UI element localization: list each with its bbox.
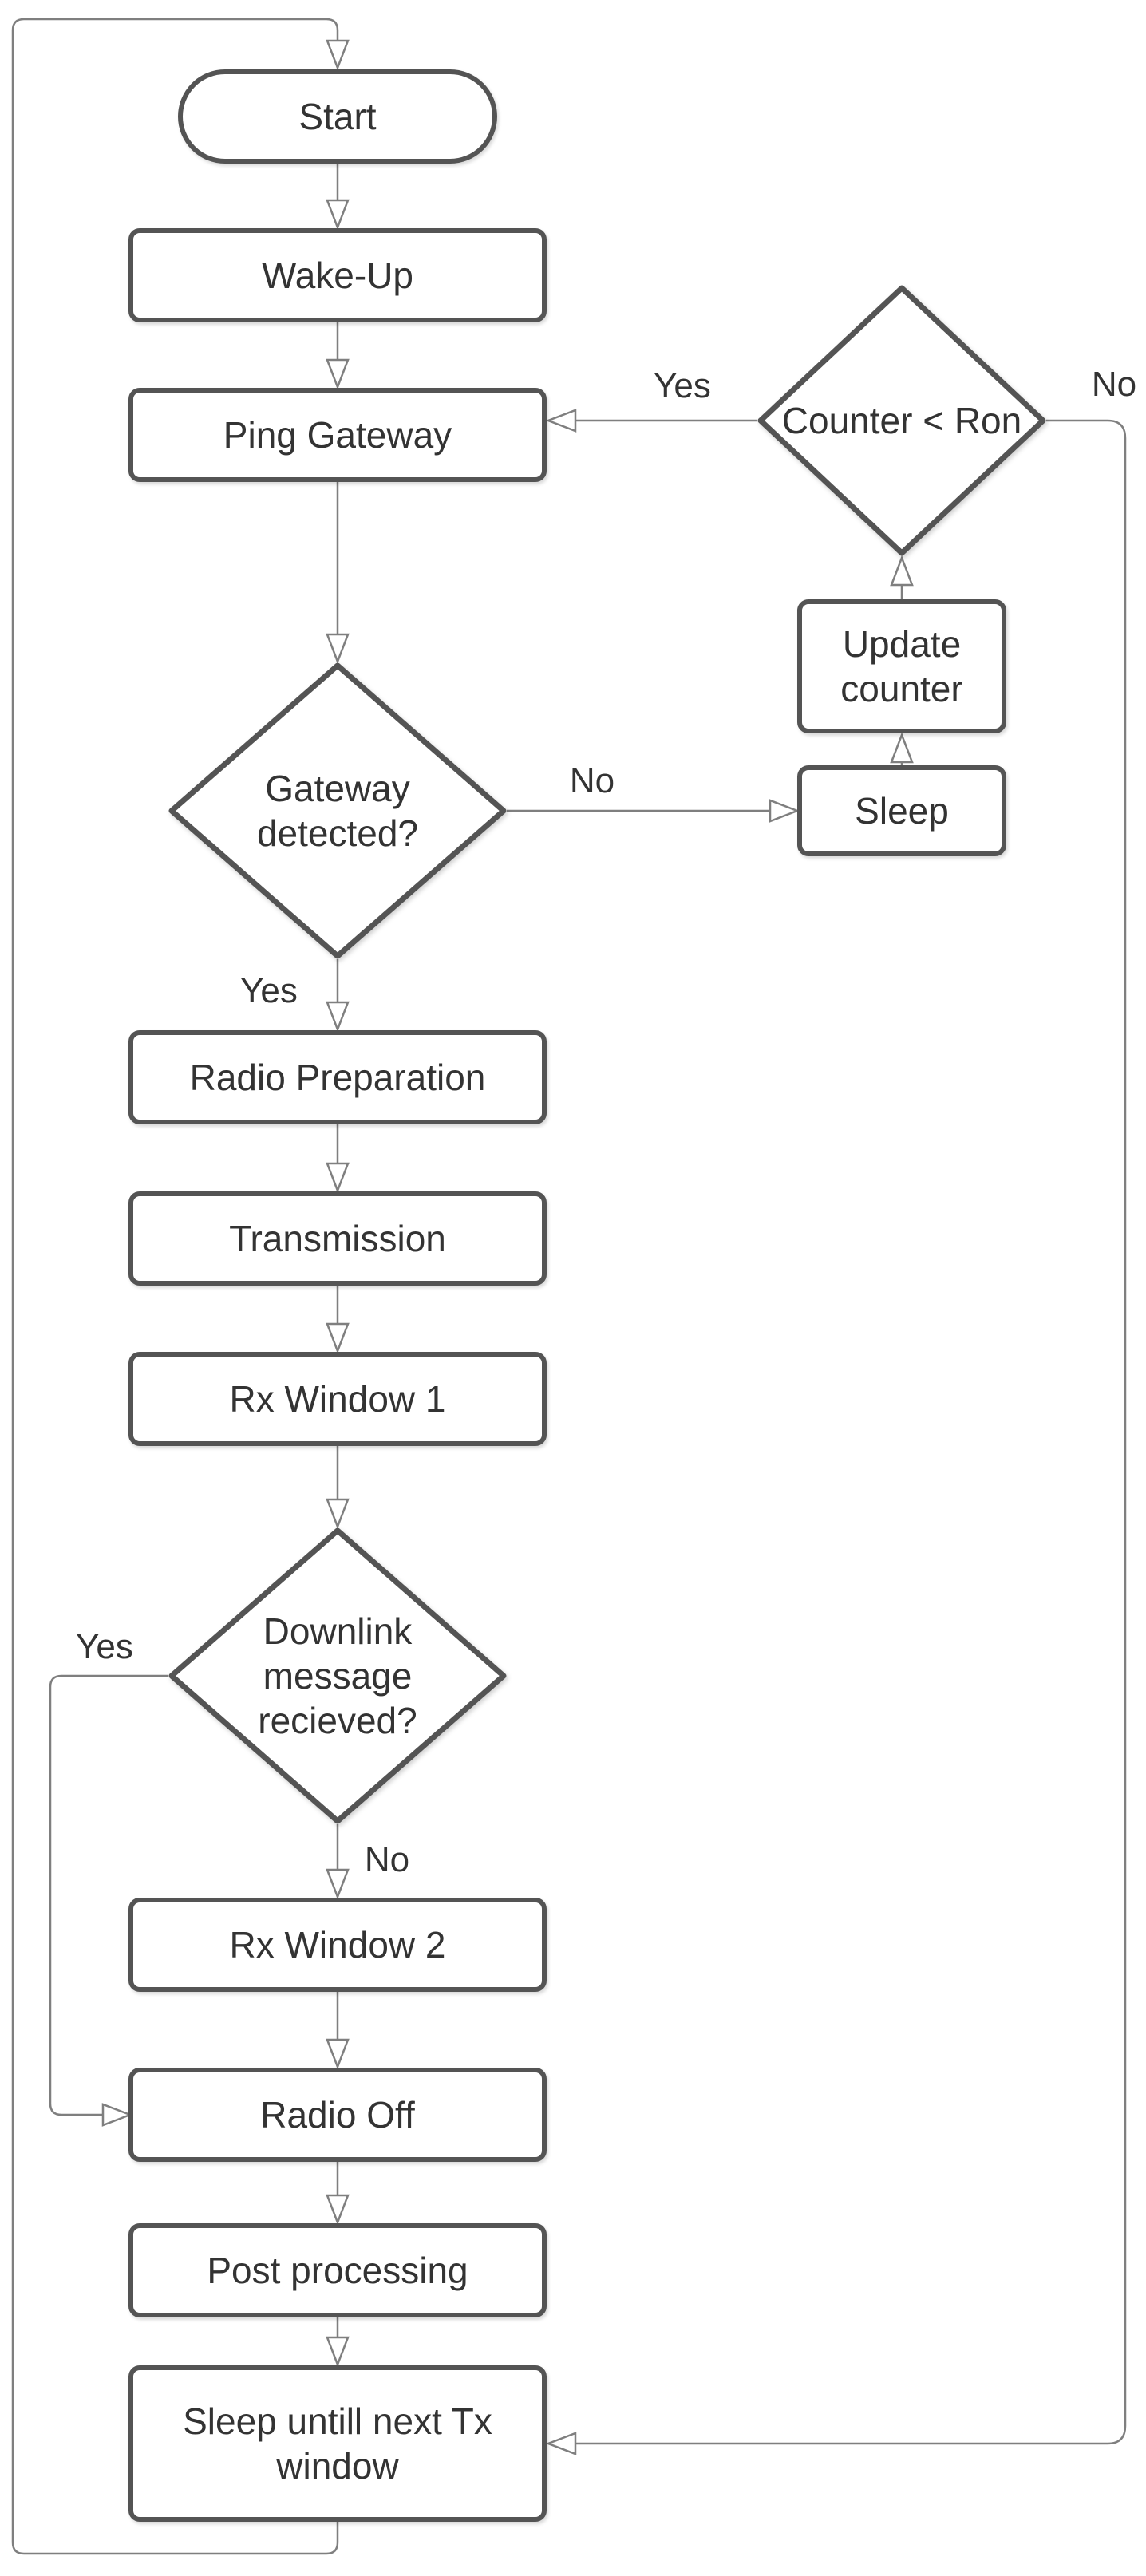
arrowhead bbox=[326, 1001, 350, 1033]
edge-label-counter-yes: Yes bbox=[649, 366, 716, 406]
edge-transmission-to-rx-window-1 bbox=[326, 1286, 350, 1354]
node-sleep: Sleep bbox=[797, 765, 1006, 856]
diamond-shape bbox=[168, 662, 507, 959]
node-update-counter: Update counter bbox=[797, 599, 1006, 733]
edge-sleep-to-update-counter bbox=[890, 732, 914, 765]
node-start: Start bbox=[178, 69, 497, 164]
arrowhead bbox=[326, 633, 350, 665]
node-label: Sleep bbox=[855, 789, 949, 832]
arrowhead bbox=[326, 358, 350, 390]
node-label: Rx Window 2 bbox=[229, 1923, 446, 1966]
node-gateway-detected: Gateway detected? bbox=[168, 662, 507, 959]
edge-gateway-yes-to-radio-preparation bbox=[326, 959, 350, 1033]
diamond-shape bbox=[168, 1527, 507, 1824]
arrowhead bbox=[326, 1868, 350, 1900]
edge-label-gateway-yes: Yes bbox=[235, 971, 302, 1011]
node-label: Start bbox=[298, 95, 377, 137]
node-label: Wake-Up bbox=[262, 254, 413, 296]
node-label: Update counter bbox=[840, 622, 963, 709]
arrowhead bbox=[326, 1498, 350, 1530]
node-label: Transmission bbox=[229, 1217, 446, 1259]
edge-post-processing-to-sleep-until-next bbox=[326, 2317, 350, 2368]
arrowhead bbox=[890, 732, 914, 764]
arrowhead bbox=[101, 2103, 133, 2127]
edge-radio-off-to-post-processing bbox=[326, 2162, 350, 2226]
edge-label-downlink-no: No bbox=[359, 1840, 415, 1880]
node-label: Radio Off bbox=[260, 2093, 415, 2135]
arrowhead bbox=[545, 409, 577, 433]
arrowhead bbox=[769, 799, 800, 823]
node-label: Sleep untill next Tx window bbox=[183, 2400, 492, 2487]
arrowhead bbox=[545, 2432, 577, 2455]
arrowhead bbox=[326, 2038, 350, 2070]
edge-counter-no-to-sleep-until-next bbox=[545, 419, 1127, 2455]
diamond-shape bbox=[757, 285, 1046, 556]
edge-radio-preparation-to-transmission bbox=[326, 1124, 350, 1194]
node-rx-window-2: Rx Window 2 bbox=[128, 1898, 547, 1992]
node-post-processing: Post processing bbox=[128, 2223, 547, 2317]
node-label: Counter < Ron bbox=[781, 399, 1022, 441]
edge-label-gateway-no: No bbox=[564, 761, 620, 801]
node-rx-window-1: Rx Window 1 bbox=[128, 1352, 547, 1446]
arrowhead bbox=[326, 199, 350, 231]
edge-start-to-wakeup bbox=[326, 164, 350, 231]
arrowhead bbox=[890, 555, 914, 587]
node-counter-ron: Counter < Ron bbox=[757, 285, 1046, 556]
edge-wakeup-to-ping bbox=[326, 322, 350, 390]
edge-loop-to-start bbox=[11, 18, 350, 2555]
edge-downlink-yes-to-radio-off bbox=[49, 1674, 168, 2127]
edge-ping-to-gateway-detected bbox=[326, 482, 350, 665]
node-downlink-received: Downlink message recieved? bbox=[168, 1527, 507, 1824]
node-radio-off: Radio Off bbox=[128, 2068, 547, 2162]
node-ping-gateway: Ping Gateway bbox=[128, 388, 547, 482]
edge-label-counter-no: No bbox=[1086, 365, 1142, 405]
edge-label-downlink-yes: Yes bbox=[71, 1627, 138, 1667]
node-label: Ping Gateway bbox=[223, 413, 452, 456]
edge-gateway-no-to-sleep bbox=[507, 799, 800, 823]
edge-downlink-no-to-rx-window-2 bbox=[326, 1824, 350, 1900]
node-label: Radio Preparation bbox=[189, 1056, 486, 1098]
arrowhead bbox=[326, 39, 350, 71]
node-label: Downlink message recieved? bbox=[258, 1610, 417, 1742]
node-label: Gateway detected? bbox=[256, 767, 419, 854]
arrowhead bbox=[326, 1162, 350, 1194]
arrowhead bbox=[326, 2336, 350, 2368]
node-transmission: Transmission bbox=[128, 1191, 547, 1286]
arrowhead bbox=[326, 2194, 350, 2226]
edge-counter-yes-to-ping bbox=[545, 409, 757, 433]
node-label: Post processing bbox=[207, 2249, 468, 2291]
node-wake-up: Wake-Up bbox=[128, 228, 547, 322]
edge-update-counter-to-counter-ron bbox=[890, 555, 914, 599]
node-radio-preparation: Radio Preparation bbox=[128, 1030, 547, 1124]
edge-rx-window-2-to-radio-off bbox=[326, 1992, 350, 2070]
node-sleep-until-next: Sleep untill next Tx window bbox=[128, 2365, 547, 2522]
arrowhead bbox=[326, 1322, 350, 1354]
node-label: Rx Window 1 bbox=[229, 1377, 446, 1420]
edge-rx-window-1-to-downlink bbox=[326, 1446, 350, 1530]
